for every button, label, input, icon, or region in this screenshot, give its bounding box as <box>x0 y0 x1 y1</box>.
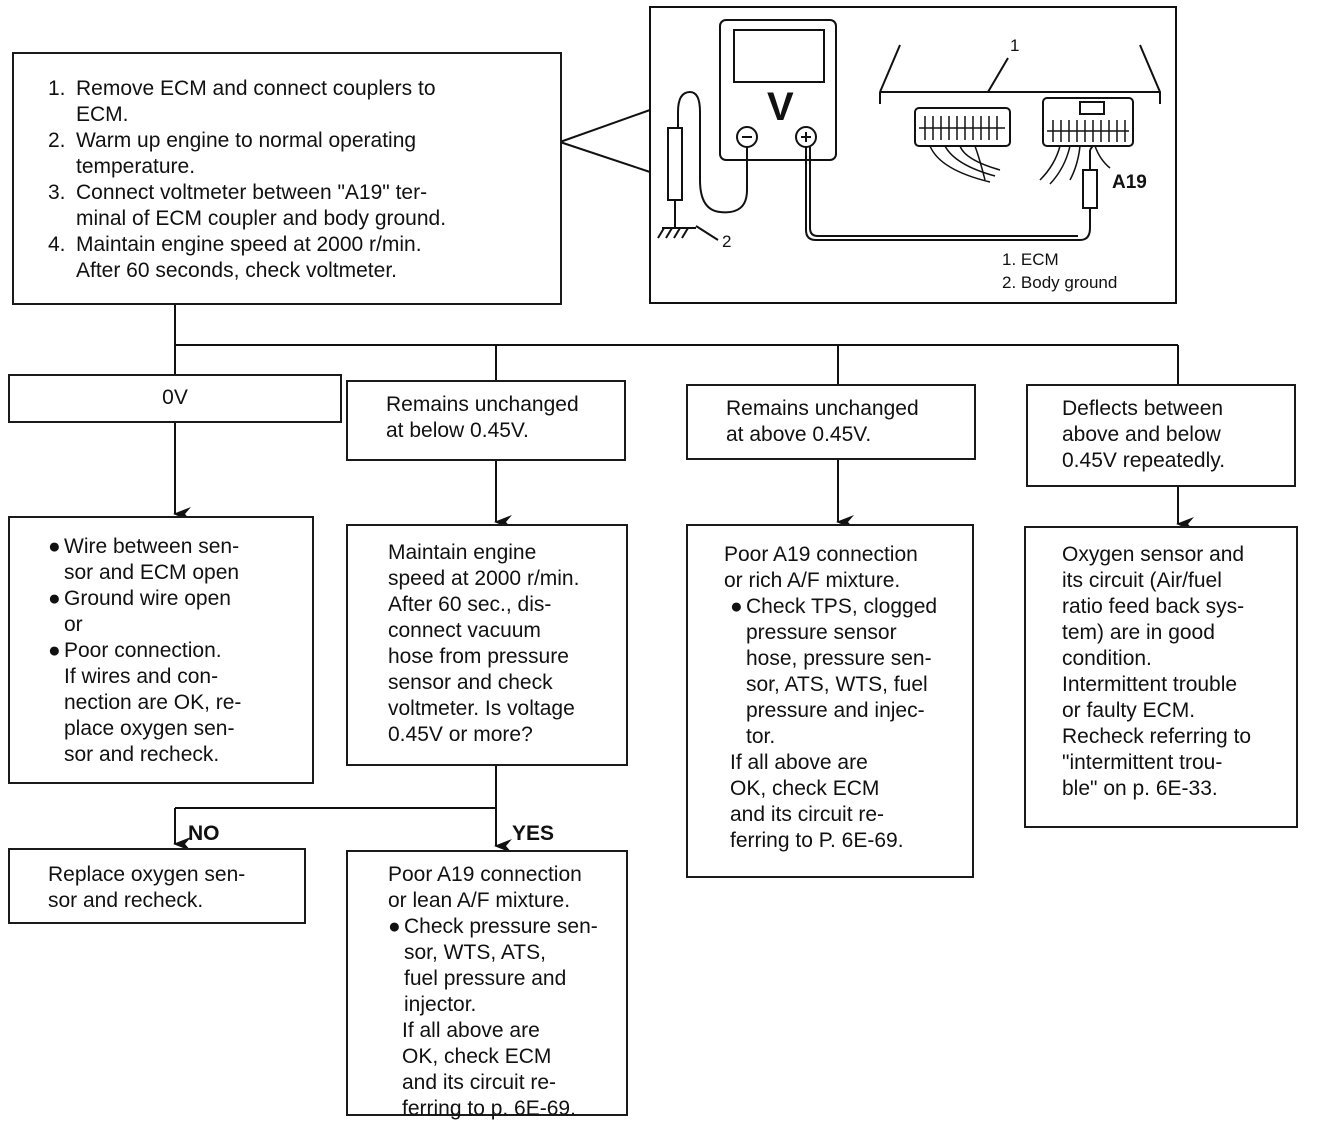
yes-result-check: ●Check pressure sen- sor, WTS, ATS, fuel… <box>388 915 598 1016</box>
no-result-box: Replace oxygen sen- sor and recheck. <box>8 848 306 924</box>
result-deflect-box: Deflects between above and below 0.45V r… <box>1026 384 1296 487</box>
legend-body-ground: 2. Body ground <box>1002 273 1118 292</box>
illustration-frame <box>649 6 1177 304</box>
result-above-text: Remains unchanged at above 0.45V. <box>726 397 919 446</box>
yes-result-box: Poor A19 connection or lean A/F mixture.… <box>346 850 628 1120</box>
step-item: 2.Warm up engine to normal operating tem… <box>48 129 417 178</box>
step-item: 1.Remove ECM and connect couplers to ECM… <box>48 77 436 126</box>
result-0v-box: 0V <box>8 374 342 423</box>
step-item: 3.Connect voltmeter between "A19" ter- m… <box>48 181 447 230</box>
procedure-steps-box: 1.Remove ECM and connect couplers to ECM… <box>12 52 562 305</box>
result-deflect-text: Deflects between above and below 0.45V r… <box>1062 397 1226 472</box>
diagnosis-0v-item: ●Ground wire open or <box>48 587 231 636</box>
procedure-steps-list: 1.Remove ECM and connect couplers to ECM… <box>48 76 546 284</box>
meter-symbol: V <box>767 85 794 129</box>
diagnosis-below-box: Maintain engine speed at 2000 r/min. Aft… <box>346 524 628 766</box>
diagnosis-above-box: Poor A19 connection or rich A/F mixture.… <box>686 524 974 878</box>
ground-probe-lead <box>657 90 748 241</box>
diagnosis-0v-box: ●Wire between sen- sor and ECM open ●Gro… <box>8 516 314 784</box>
ecm-body <box>879 44 1161 104</box>
callout-1: 1 <box>1010 36 1020 55</box>
diagnosis-above-tail: If all above are OK, check ECM and its c… <box>730 751 904 852</box>
yes-result-tail: If all above are OK, check ECM and its c… <box>402 1019 576 1120</box>
yes-result-head: Poor A19 connection or lean A/F mixture. <box>388 863 582 912</box>
diagnosis-deflect-box: Oxygen sensor and its circuit (Air/fuel … <box>1024 526 1298 828</box>
diagnosis-above-check: ●Check TPS, clogged pressure sensor hose… <box>730 595 938 748</box>
result-0v-text: 0V <box>162 386 188 409</box>
diagnosis-0v-item: ●Wire between sen- sor and ECM open <box>48 535 240 584</box>
callout-2: 2 <box>722 232 732 251</box>
branch-no-label: NO <box>188 822 220 845</box>
ecm-coupler-right <box>1039 97 1134 185</box>
result-below-text: Remains unchanged at below 0.45V. <box>386 393 579 442</box>
result-above-box: Remains unchanged at above 0.45V. <box>686 384 976 460</box>
diagnosis-below-text: Maintain engine speed at 2000 r/min. Aft… <box>388 541 580 746</box>
result-below-box: Remains unchanged at below 0.45V. <box>346 380 626 461</box>
no-result-text: Replace oxygen sen- sor and recheck. <box>48 863 246 912</box>
branch-yes-label: YES <box>512 822 555 845</box>
diagnosis-0v-item: ●Poor connection. If wires and con- nect… <box>48 639 242 766</box>
ecm-coupler-left <box>914 107 1011 183</box>
a19-terminal-label: A19 <box>1112 172 1147 193</box>
diagnosis-above-head: Poor A19 connection or rich A/F mixture. <box>724 543 918 592</box>
legend-ecm: 1. ECM <box>1002 250 1059 269</box>
voltmeter-icon <box>719 19 837 161</box>
diagnosis-deflect-text: Oxygen sensor and its circuit (Air/fuel … <box>1062 543 1252 800</box>
step-item: 4.Maintain engine speed at 2000 r/min. A… <box>48 233 422 282</box>
